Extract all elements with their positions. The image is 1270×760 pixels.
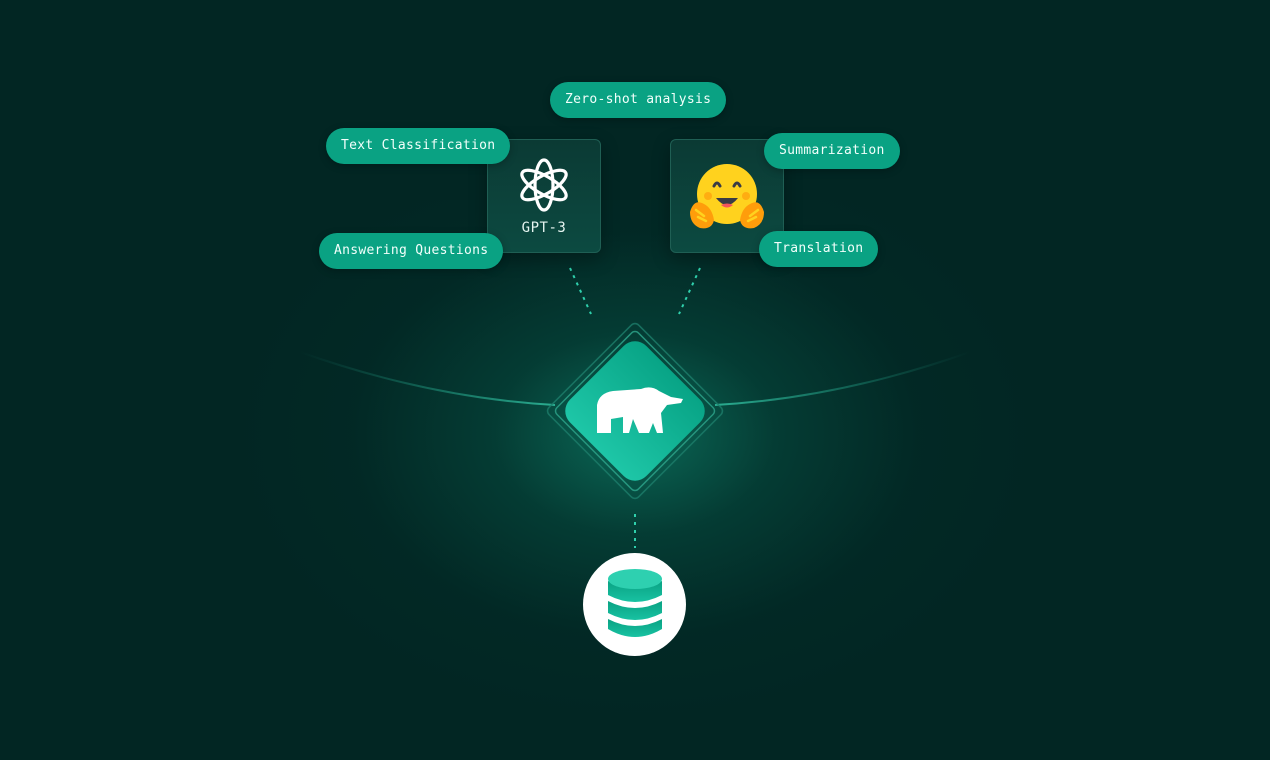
hugging-face-emoji-icon — [690, 164, 764, 229]
task-pill-translation[interactable]: Translation — [759, 231, 879, 267]
task-pill-summarization[interactable]: Summarization — [764, 133, 900, 169]
arc-right — [714, 351, 971, 406]
database-node[interactable] — [583, 553, 686, 656]
task-pill-answering-questions[interactable]: Answering Questions — [319, 233, 504, 269]
dotted-link-huggingface — [678, 267, 701, 315]
hub-diamond[interactable] — [545, 321, 725, 501]
gpt3-model-card[interactable]: GPT-3 — [487, 139, 601, 253]
task-pill-text-classification[interactable]: Text Classification — [326, 128, 511, 164]
dotted-link-gpt3 — [569, 267, 592, 315]
arc-left — [299, 351, 556, 406]
openai-logo-icon — [520, 158, 568, 212]
gpt3-label: GPT-3 — [521, 220, 567, 236]
database-icon — [608, 569, 662, 637]
polar-bear-logo-icon — [597, 387, 683, 433]
task-pill-zero-shot-analysis[interactable]: Zero-shot analysis — [550, 82, 727, 118]
